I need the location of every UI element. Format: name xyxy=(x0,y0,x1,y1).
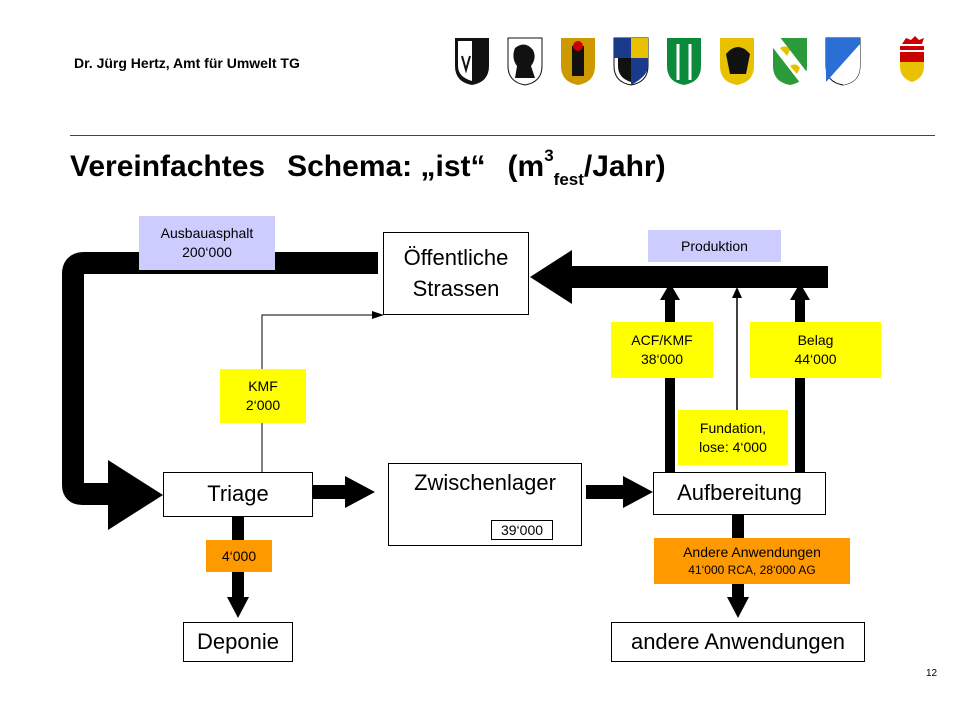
node-deponie: Deponie xyxy=(183,622,293,662)
tag-andere-flow: Andere Anwendungen 41‘000 RCA, 28‘000 AG xyxy=(654,538,850,584)
ausbauasphalt-label: Ausbauasphalt xyxy=(160,225,254,242)
triage-zl-head xyxy=(345,476,375,508)
tag-ausbauasphalt: Ausbauasphalt 200‘000 xyxy=(139,216,275,270)
belag-value: 44‘000 xyxy=(794,351,837,367)
belag-label: Belag xyxy=(797,332,834,349)
node-oeffentliche-strassen: Öffentliche Strassen xyxy=(383,232,529,315)
deponie-flow-value: 4‘000 xyxy=(221,547,257,564)
glarus-crest-icon xyxy=(613,37,649,86)
title-unit-sup: 3 xyxy=(544,146,554,165)
strassen-line-2: Strassen xyxy=(412,275,500,301)
belag-shaft xyxy=(795,298,805,472)
tag-kmf: KMF 2‘000 xyxy=(220,369,306,423)
title-unit: (m xyxy=(507,150,545,183)
title-rule xyxy=(70,135,935,136)
acf-kmf-label: ACF/KMF xyxy=(631,332,693,349)
title-unit-sub: fest xyxy=(553,170,584,189)
zwischenlager-label: Zwischenlager xyxy=(414,470,556,495)
acf-kmf-value: 38‘000 xyxy=(640,351,684,367)
st-gallen-crest-icon xyxy=(667,38,701,85)
node-triage: Triage xyxy=(163,472,313,517)
produktion-arrow-head xyxy=(530,250,572,304)
page-number: 12 xyxy=(926,668,938,679)
canton-crests xyxy=(455,36,924,86)
kmf-arrow-head xyxy=(372,311,384,319)
title-unit-suffix: /Jahr) xyxy=(583,150,666,183)
node-zwischenlager: Zwischenlager xyxy=(388,463,582,546)
triage-label: Triage xyxy=(207,481,269,507)
tag-acf-kmf: ACF/KMF 38‘000 xyxy=(611,322,713,378)
tag-belag: Belag 44‘000 xyxy=(750,322,881,378)
node-aufbereitung: Aufbereitung xyxy=(653,472,826,515)
andere-flow-value: 41‘000 RCA, 28‘000 AG xyxy=(688,563,816,578)
ausbauasphalt-loop xyxy=(62,252,378,505)
title-schema: Schema: „ist“ xyxy=(287,150,486,183)
appenzell-ar-crest-icon xyxy=(507,37,543,86)
produktion-arrow-shaft xyxy=(572,266,828,288)
zurich-crest-icon xyxy=(825,37,861,86)
deponie-head xyxy=(227,597,249,618)
ausbauasphalt-value: 200‘000 xyxy=(182,244,232,260)
belag-head xyxy=(790,283,810,300)
zl-auf-shaft xyxy=(586,485,626,499)
tag-fundation: Fundation, lose: 4‘000 xyxy=(678,410,788,465)
andere-head xyxy=(727,597,749,618)
kmf-value: 2‘000 xyxy=(245,397,281,413)
kmf-label: KMF xyxy=(248,378,278,395)
zwischenlager-value-text: 39‘000 xyxy=(500,521,544,538)
aufbereitung-label: Aufbereitung xyxy=(677,480,802,506)
appenzell-ai-crest-icon xyxy=(561,38,595,85)
zwischenlager-stock-value: 39‘000 xyxy=(491,520,553,540)
schaffhausen-crest-icon xyxy=(720,38,754,85)
node-andere-anwendungen: andere Anwendungen xyxy=(611,622,865,662)
author-line: Dr. Jürg Hertz, Amt für Umwelt TG xyxy=(74,55,300,71)
tag-produktion: Produktion xyxy=(648,230,781,262)
title-main: Vereinfachtes xyxy=(70,150,266,183)
fundation-label: Fundation, xyxy=(699,419,767,436)
liechtenstein-crest-icon xyxy=(900,36,924,82)
acf-shaft xyxy=(665,298,675,472)
fundation-head xyxy=(732,287,742,298)
tag-deponie-flow: 4‘000 xyxy=(206,540,272,572)
andere-flow-label: Andere Anwendungen xyxy=(683,544,821,561)
triage-zl-shaft xyxy=(313,485,348,499)
thurgau-crest-icon xyxy=(768,36,812,86)
produktion-label: Produktion xyxy=(681,237,748,254)
page-title: Vereinfachtes Schema: „ist“ (m3 fest/Jahr) xyxy=(70,146,666,189)
acf-head xyxy=(660,283,680,300)
strassen-line-1: Öffentliche xyxy=(403,244,509,270)
fundation-value: lose: 4‘000 xyxy=(699,438,767,455)
andere-label: andere Anwendungen xyxy=(630,628,846,654)
deponie-label: Deponie xyxy=(197,628,279,654)
triage-input-arrow-head xyxy=(108,460,163,530)
zl-auf-head xyxy=(623,476,653,508)
aargau-crest-icon xyxy=(455,38,489,85)
